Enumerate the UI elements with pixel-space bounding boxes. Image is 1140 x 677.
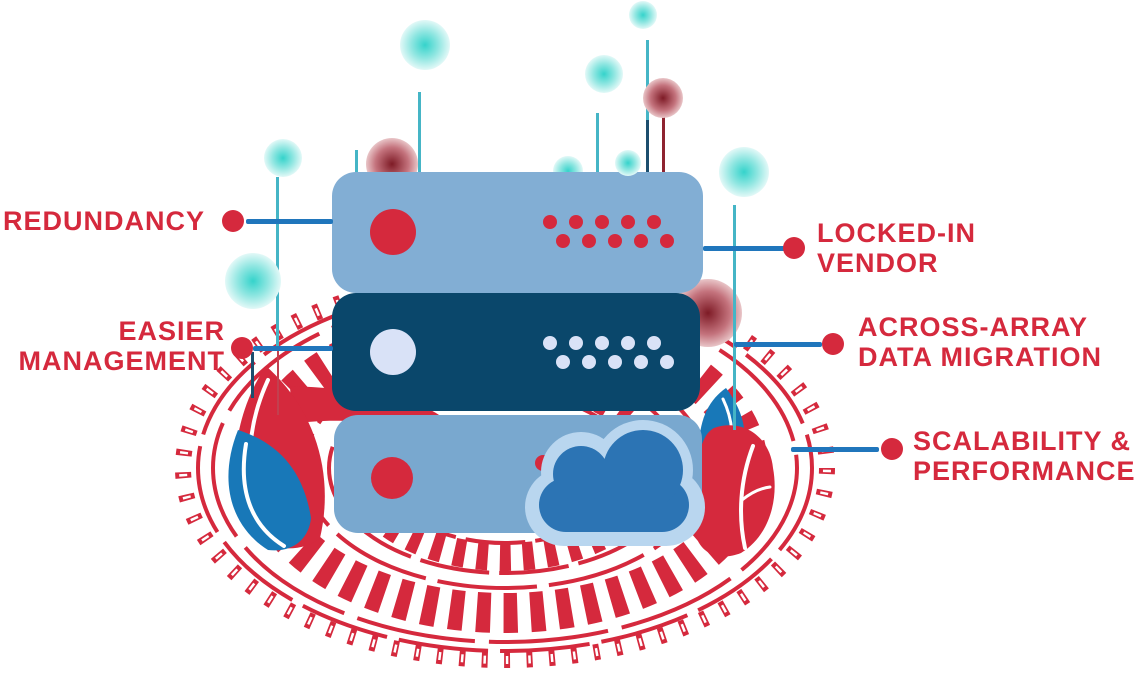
led-row xyxy=(556,234,674,248)
led-dot xyxy=(569,215,583,229)
sunburst-ring xyxy=(175,268,835,668)
callout-label: REDUNDANCY xyxy=(2,206,205,236)
power-indicator xyxy=(370,209,416,255)
connector-line xyxy=(791,447,879,452)
led-dot xyxy=(634,355,648,369)
power-indicator xyxy=(371,457,413,499)
callout-label: MANAGEMENT xyxy=(18,346,225,376)
led-dot xyxy=(556,234,570,248)
server-unit-top xyxy=(332,172,703,293)
decor-line xyxy=(251,352,254,398)
decor-line xyxy=(733,205,736,430)
led-dot xyxy=(543,215,557,229)
bubble xyxy=(400,20,450,70)
leaf-icon xyxy=(228,430,311,551)
callout-label: PERFORMANCE xyxy=(913,456,1136,486)
decor-line xyxy=(355,150,358,172)
led-dot xyxy=(582,355,596,369)
connector-dot xyxy=(881,438,903,460)
decor-line xyxy=(662,117,665,172)
connector-dot xyxy=(222,210,244,232)
leaf-icon xyxy=(692,425,775,557)
connector-line xyxy=(253,346,333,351)
bubble xyxy=(264,139,302,177)
led-row xyxy=(543,336,661,350)
led-dot xyxy=(569,336,583,350)
led-dot xyxy=(621,215,635,229)
led-dot xyxy=(634,234,648,248)
led-dot xyxy=(608,234,622,248)
led-row xyxy=(556,355,674,369)
bubble xyxy=(643,78,683,118)
decor-line xyxy=(277,348,279,415)
led-dot xyxy=(660,355,674,369)
leaf-vein xyxy=(740,485,772,502)
decor-line xyxy=(418,92,421,172)
callout-label: LOCKED-IN xyxy=(817,218,976,248)
led-dot xyxy=(660,234,674,248)
led-dot xyxy=(647,336,661,350)
led-dot xyxy=(582,234,596,248)
bubble xyxy=(225,253,281,309)
callout-locked-in-vendor: LOCKED-IN VENDOR xyxy=(817,218,976,278)
connector-dot xyxy=(783,237,805,259)
decor-line xyxy=(276,177,279,348)
callout-label: EASIER xyxy=(118,316,225,346)
led-row xyxy=(543,215,661,229)
power-indicator xyxy=(370,329,416,375)
connector-line xyxy=(246,219,333,224)
bubble xyxy=(615,150,641,176)
bubble xyxy=(585,55,623,93)
connector-dot xyxy=(822,333,844,355)
cloud-icon xyxy=(525,420,705,546)
connector-dot xyxy=(231,337,253,359)
led-dot xyxy=(595,336,609,350)
decor-line xyxy=(646,40,649,120)
callout-label: DATA MIGRATION xyxy=(858,342,1102,372)
led-dot xyxy=(647,215,661,229)
callout-redundancy: REDUNDANCY xyxy=(3,206,205,236)
callout-scalability-performance: SCALABILITY & PERFORMANCE xyxy=(913,426,1136,486)
led-dot xyxy=(595,215,609,229)
decor-line xyxy=(596,113,599,172)
led-dot xyxy=(608,355,622,369)
bubble xyxy=(719,147,769,197)
led-dot xyxy=(543,336,557,350)
bubble xyxy=(629,1,657,29)
leaf-vein xyxy=(739,444,755,550)
callout-across-array-data-migration: ACROSS-ARRAY DATA MIGRATION xyxy=(858,312,1102,372)
callout-label: SCALABILITY & xyxy=(913,426,1132,456)
callout-label: ACROSS-ARRAY xyxy=(858,312,1089,342)
decor-line xyxy=(646,120,649,172)
server-unit-middle xyxy=(332,293,700,411)
connector-line xyxy=(734,342,822,347)
connector-line xyxy=(703,246,789,251)
leaf-vein xyxy=(241,442,286,548)
led-dot xyxy=(621,336,635,350)
callout-label: VENDOR xyxy=(817,248,939,278)
led-dot xyxy=(556,355,570,369)
callout-easier-management: EASIER MANAGEMENT xyxy=(19,316,226,376)
